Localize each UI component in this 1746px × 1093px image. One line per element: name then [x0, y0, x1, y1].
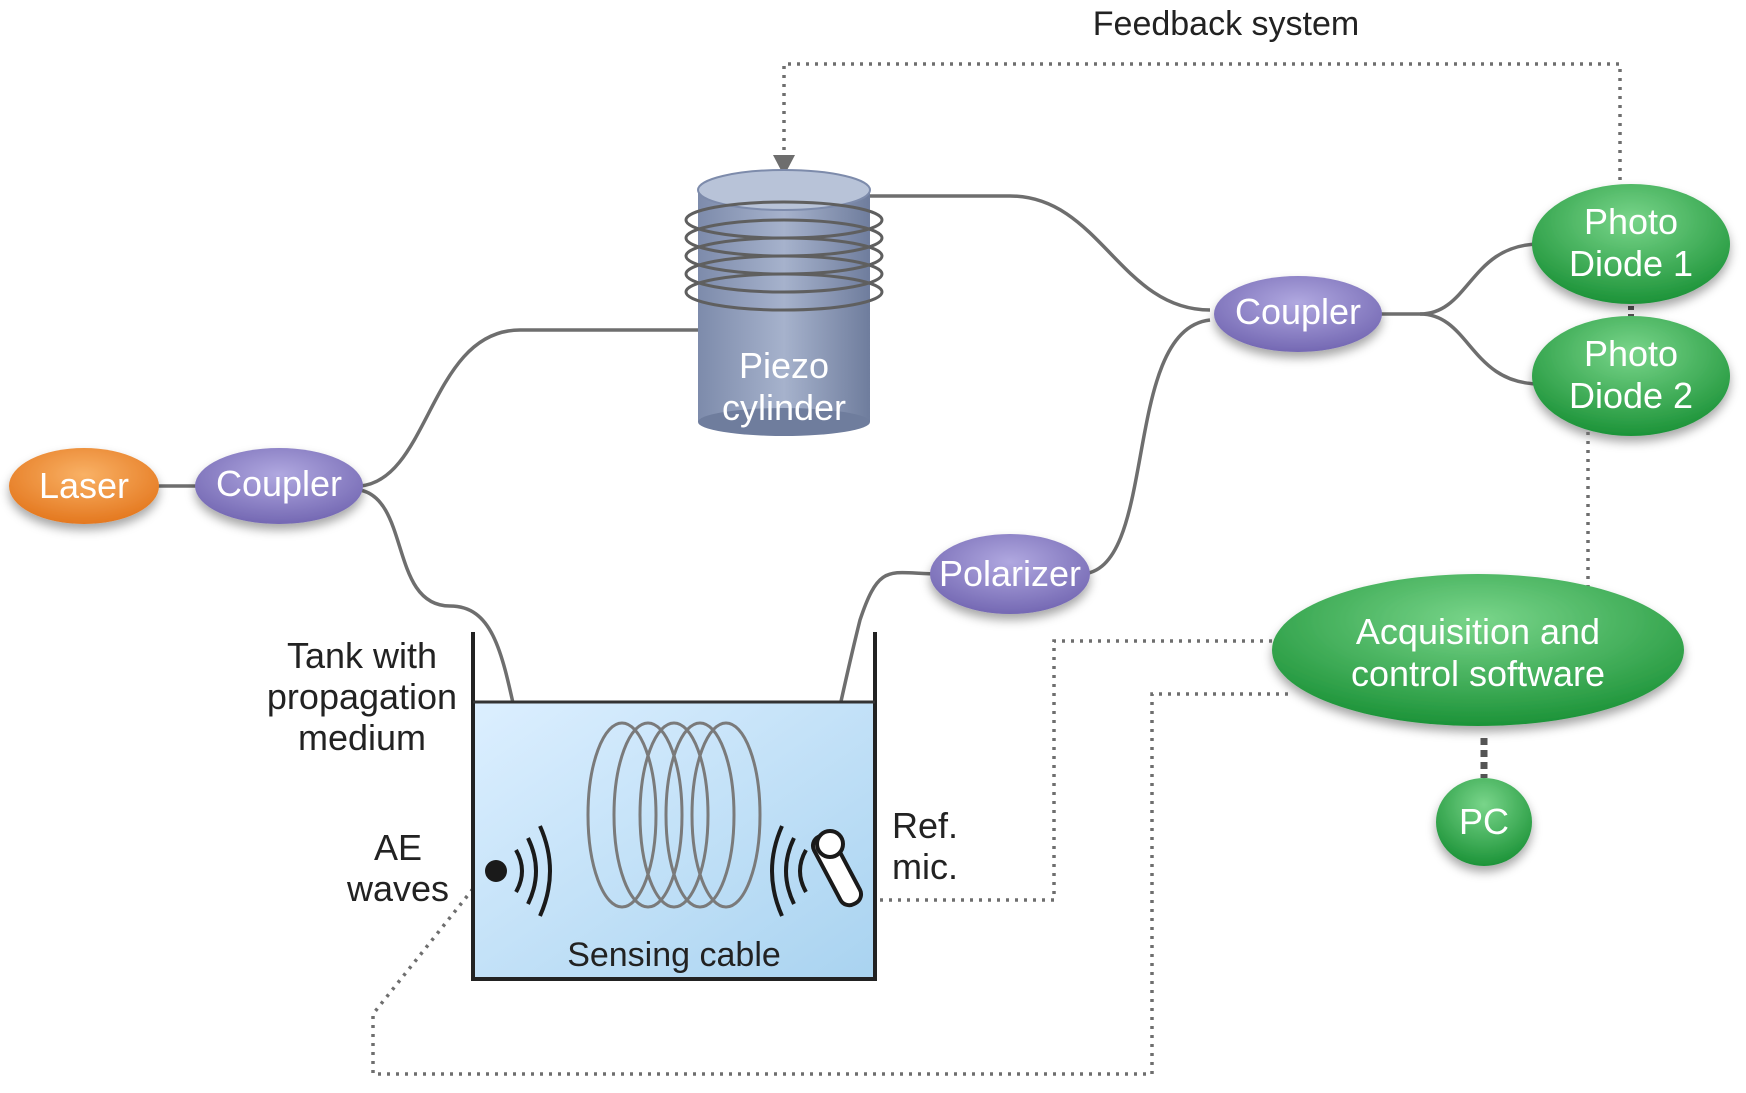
piezo-label-line1: Piezo	[739, 345, 829, 386]
ae-label-line1: AE	[374, 827, 422, 868]
tank-label-line3: medium	[298, 717, 426, 758]
coupler-left-label: Coupler	[216, 463, 342, 504]
polarizer-node	[930, 534, 1090, 614]
coupler-left-node	[195, 448, 363, 524]
feedback-arrow-icon	[773, 155, 795, 176]
photodiode-2-label-line1: Photo	[1584, 333, 1678, 374]
polarizer-label: Polarizer	[939, 553, 1081, 594]
ref-label-line1: Ref.	[892, 805, 958, 846]
fiber-coupler-pd1	[1375, 242, 1541, 316]
fiber-polarizer-coupler	[1079, 318, 1211, 576]
fiber-coupler-piezo	[359, 328, 700, 488]
acquisition-label-line1: Acquisition and	[1356, 611, 1600, 652]
tank-label-line2: propagation	[267, 676, 457, 717]
ref-label-line2: mic.	[892, 846, 958, 887]
tank: Sensing cable	[471, 632, 877, 981]
photodiode-1-label-line2: Diode 1	[1569, 243, 1693, 284]
ref-mic-waves-icon	[770, 825, 808, 917]
piezo-cylinder: Piezo cylinder	[684, 169, 884, 436]
acquisition-label-line2: control software	[1351, 653, 1605, 694]
ae-source-icon	[485, 860, 507, 882]
coupler-right-label: Coupler	[1235, 291, 1361, 332]
laser-label: Laser	[39, 465, 129, 506]
acquisition-node	[1272, 574, 1684, 726]
sensing-coil	[586, 721, 762, 909]
fiber-coupler-pd2	[1419, 312, 1541, 386]
feedback-system-label: Feedback system	[1093, 5, 1359, 43]
feedback-line	[782, 62, 1622, 180]
photodiode-2-label-line2: Diode 2	[1569, 375, 1693, 416]
pc-label: PC	[1459, 801, 1509, 842]
photodiode-1-node	[1532, 184, 1730, 304]
fiber-piezo-coupler	[870, 194, 1211, 312]
pc-node	[1436, 778, 1532, 866]
photodiode-1-label-line1: Photo	[1584, 201, 1678, 242]
acquisition-refmic-link	[880, 639, 1272, 902]
photodiode-2-node	[1532, 316, 1730, 436]
sensing-cable-label: Sensing cable	[567, 936, 781, 974]
coupler-right-node	[1214, 276, 1382, 352]
tank-label-line1: Tank with	[287, 635, 437, 676]
ae-waves-icon	[514, 825, 552, 917]
laser-node	[9, 448, 159, 524]
microphone-icon	[810, 829, 864, 908]
ae-label-line2: waves	[346, 868, 449, 909]
piezo-label-line2: cylinder	[722, 387, 846, 428]
